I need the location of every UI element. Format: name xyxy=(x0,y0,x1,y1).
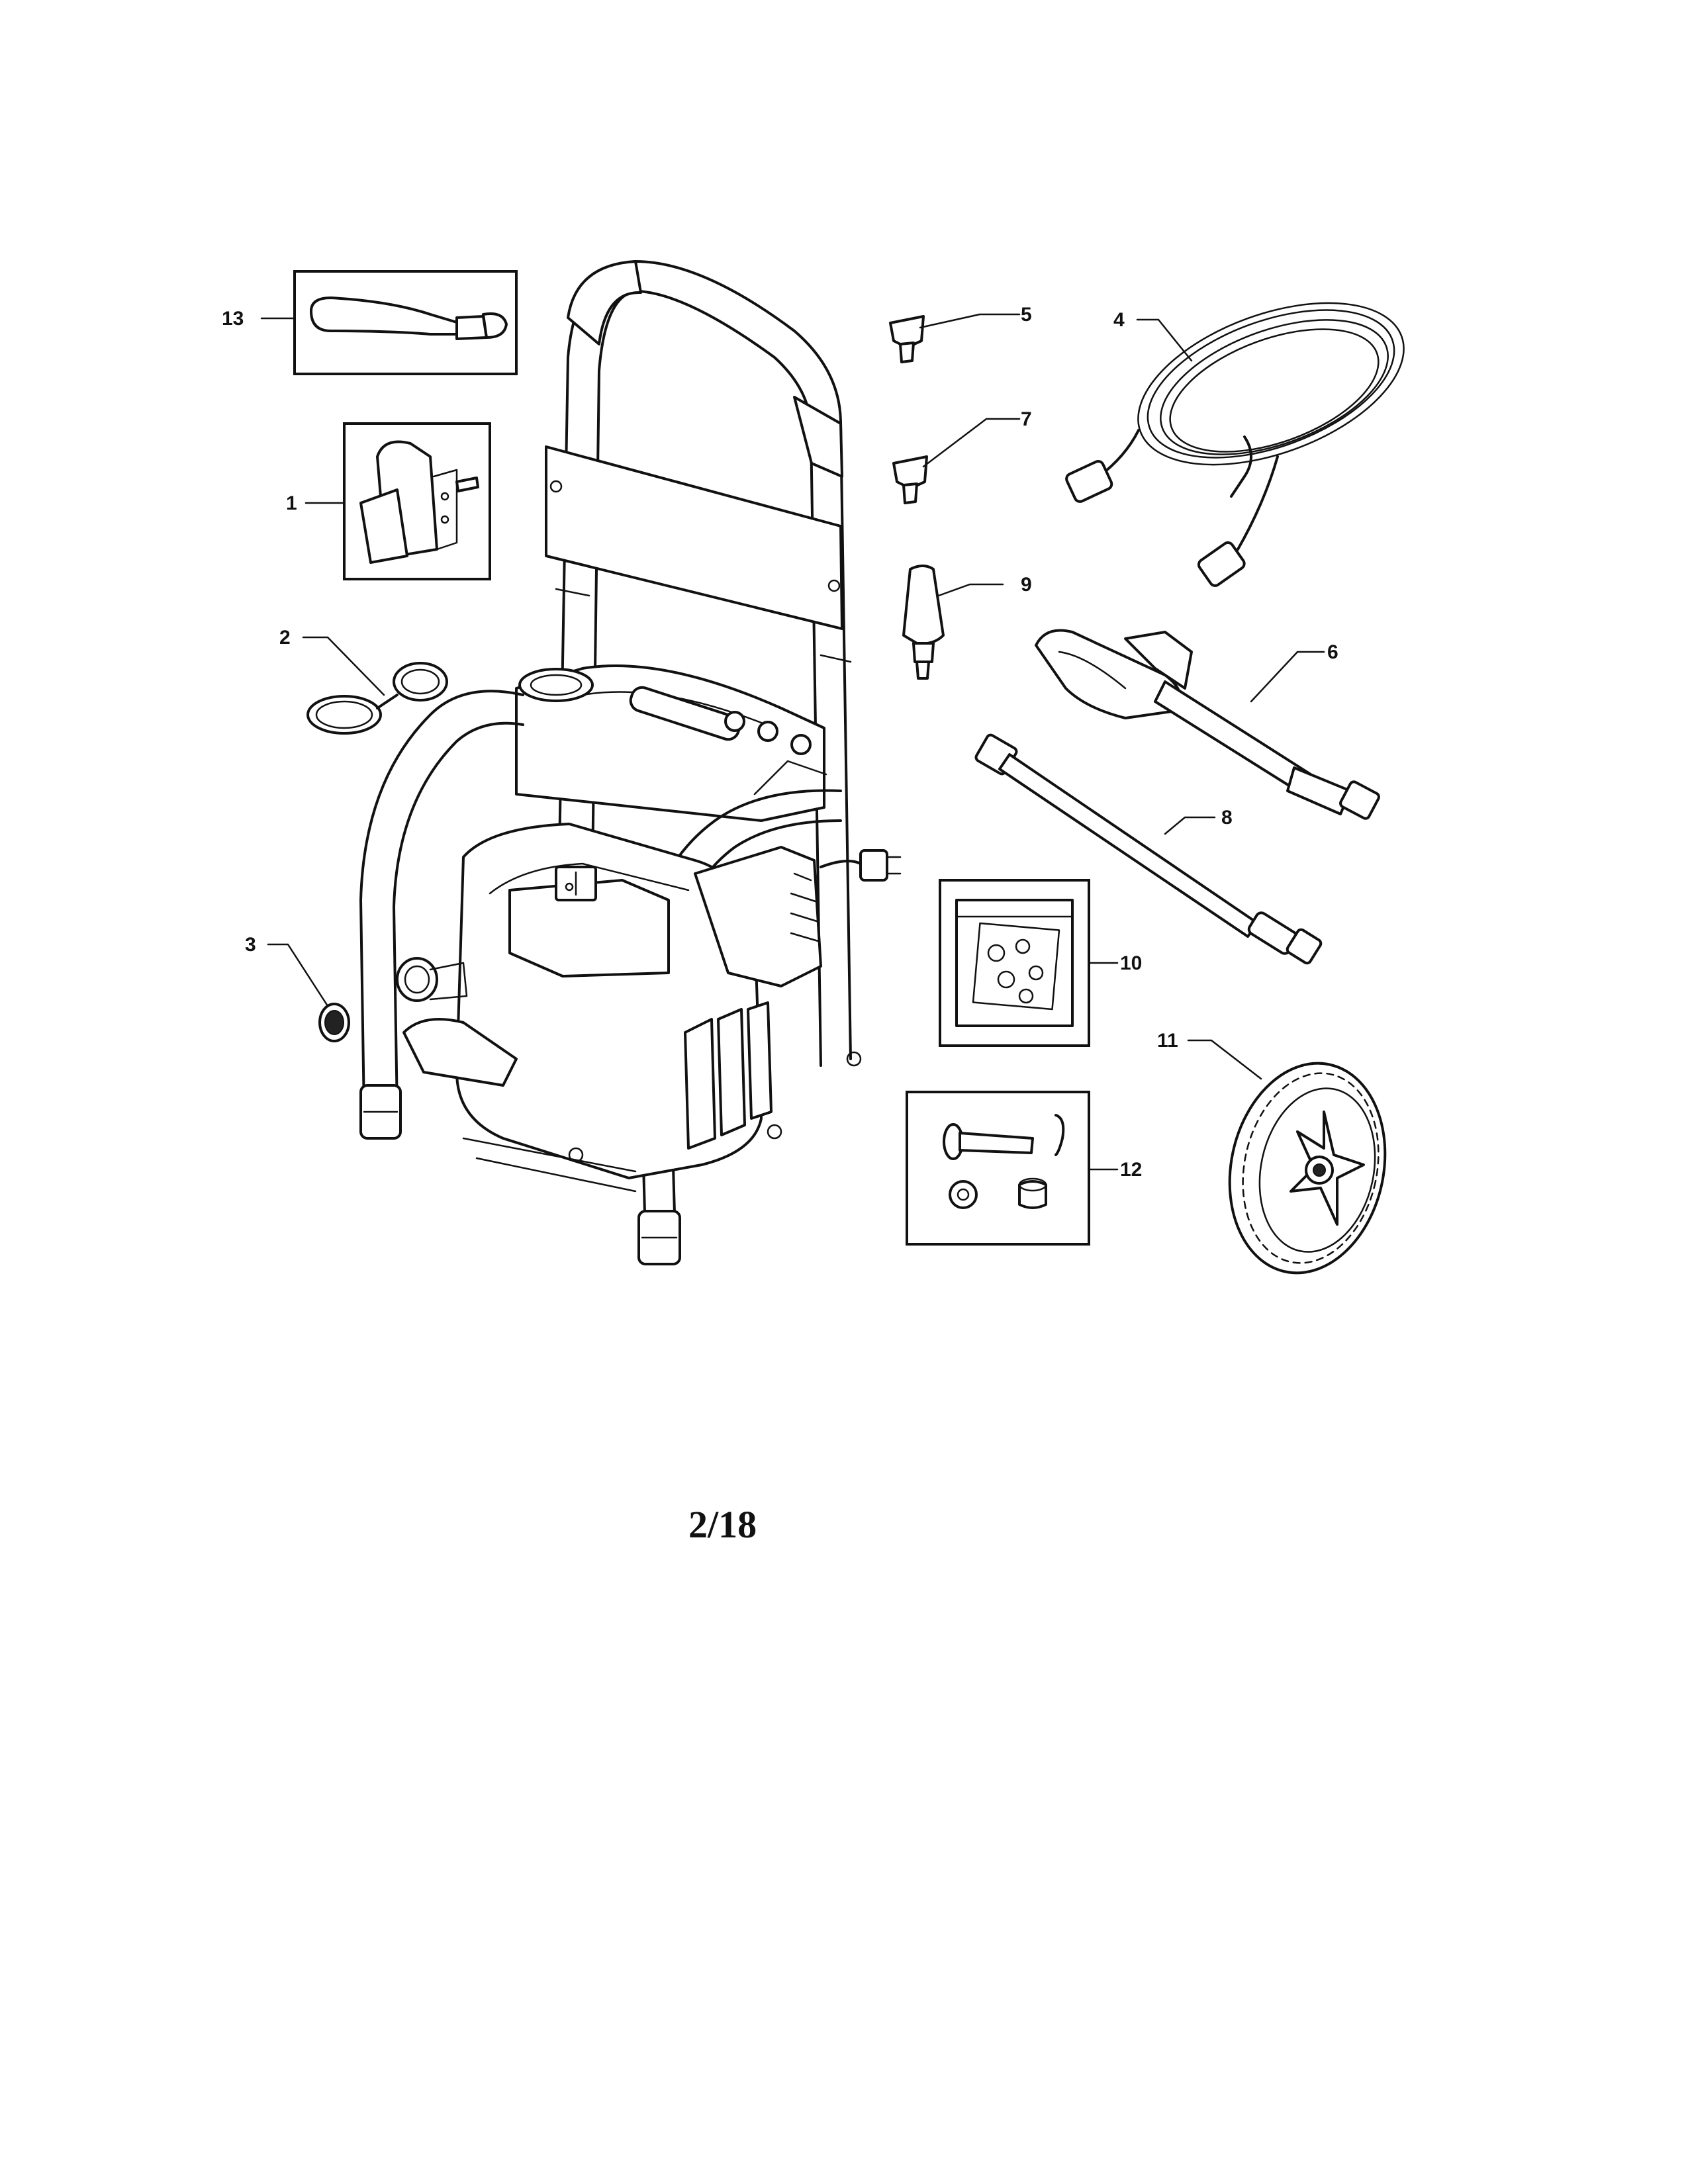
part-13-strap xyxy=(293,270,518,375)
part-6-spray-gun xyxy=(1035,629,1380,820)
callout-1: 1 xyxy=(286,492,297,514)
callout-2: 2 xyxy=(279,627,291,649)
part-11-wheel xyxy=(1228,1062,1387,1275)
part-5-spray-nozzle xyxy=(889,315,925,363)
part-3-filter-screen xyxy=(318,1003,350,1042)
callout-10: 10 xyxy=(1120,952,1142,974)
part-7-spray-nozzle xyxy=(892,455,928,504)
part-4-high-pressure-hose xyxy=(1065,302,1405,587)
callout-labels: 13 1 2 3 5 4 7 9 6 8 10 11 12 xyxy=(222,304,1338,1181)
callout-3: 3 xyxy=(245,934,256,956)
part-12-axle-kit xyxy=(906,1091,1090,1246)
part-8-spray-wand xyxy=(974,733,1323,965)
callout-11: 11 xyxy=(1157,1030,1178,1052)
callout-7: 7 xyxy=(1021,408,1032,430)
callout-8: 8 xyxy=(1221,807,1233,829)
part-10-o-ring-kit xyxy=(939,879,1090,1047)
callout-4: 4 xyxy=(1113,309,1125,331)
leader-lines xyxy=(260,313,1325,1171)
part-9-turbo-nozzle xyxy=(902,565,945,680)
callout-13: 13 xyxy=(222,308,244,330)
part-2-cap-gasket xyxy=(306,662,448,735)
pressure-washer-unit xyxy=(359,260,902,1265)
callout-5: 5 xyxy=(1021,304,1032,326)
callout-6: 6 xyxy=(1327,641,1338,663)
part-1-hose-hook xyxy=(343,422,491,580)
page-number: 2/18 xyxy=(688,1503,757,1546)
callout-12: 12 xyxy=(1120,1159,1142,1181)
callout-9: 9 xyxy=(1021,574,1032,596)
